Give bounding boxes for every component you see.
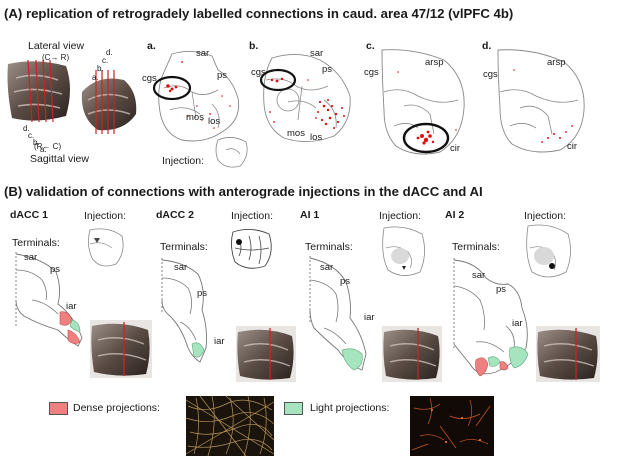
section-d-label-cir: cir — [567, 141, 578, 152]
section-a-label-los: los — [208, 116, 221, 127]
lateral-line-label-b: b. — [33, 138, 40, 147]
section-d-label-arsp: arsp — [547, 57, 566, 68]
sagittal-line-label-a: a. — [92, 73, 99, 82]
case-3-terminal-section — [309, 256, 367, 371]
section-c-label-cir: cir — [450, 143, 461, 154]
sagittal-brain-photo — [81, 70, 137, 134]
section-b-letter: b. — [249, 40, 259, 52]
sagittal-line-label-c: c. — [102, 56, 109, 65]
case-2-injection-slice — [230, 229, 272, 269]
case-2-name: dACC 2 — [156, 209, 194, 221]
case-2-label-ps: ps — [197, 288, 208, 299]
case-3-label-sar: sar — [320, 262, 334, 273]
case-1-injection-label: Injection: — [84, 210, 127, 222]
light-projection-micrograph — [410, 396, 494, 456]
lateral-dir-label: (C→ R) — [42, 53, 70, 62]
section-b-label-los: los — [310, 132, 323, 143]
section-c-label-cgs: cgs — [364, 67, 379, 78]
case-4-injection-slice — [526, 224, 571, 278]
section-a-letter: a. — [147, 40, 156, 52]
section-b-outline — [259, 54, 351, 142]
case-1-label-ps: ps — [50, 264, 61, 275]
case-1-label-iar: iar — [66, 301, 77, 312]
section-d-outline — [497, 49, 585, 153]
section-b-label-mos: mos — [287, 128, 305, 139]
section-a-injection-slice — [215, 137, 248, 168]
case-4-brain-photo — [536, 326, 600, 382]
sagittal-line-label-d: d. — [106, 48, 113, 57]
section-b-label-cgs: cgs — [251, 67, 266, 78]
case-2-label-iar: iar — [214, 336, 225, 347]
case-1-terminal-section — [15, 252, 83, 347]
case-1-label-sar: sar — [24, 252, 38, 263]
section-a-injection-label: Injection: — [162, 155, 205, 167]
case-1-brain-photo — [90, 320, 152, 378]
case-2-label-sar: sar — [174, 262, 188, 273]
case-4-terminal-section — [453, 258, 529, 377]
section-c-letter: c. — [366, 40, 375, 52]
lateral-view-label: Lateral view — [28, 40, 85, 52]
case-4-terminals-label: Terminals: — [452, 241, 500, 253]
case-1-name: dACC 1 — [10, 209, 48, 221]
case-3-injection-label: Injection: — [379, 210, 422, 222]
sagittal-line-label-b: b. — [97, 64, 104, 73]
section-b-label-sar: sar — [310, 48, 324, 59]
section-a-label-mos: mos — [186, 112, 204, 123]
case-1-injection-slice — [88, 228, 124, 267]
dense-projection-label: Dense projections: — [73, 402, 160, 414]
panel-a-title: (A) replication of retrogradely labelled… — [4, 6, 514, 21]
section-c-label-arsp: arsp — [425, 57, 444, 68]
case-4-label-ps: ps — [496, 284, 507, 295]
section-a-outline — [152, 51, 240, 142]
case-3-label-iar: iar — [364, 312, 375, 323]
panel-b-title: (B) validation of connections with anter… — [4, 184, 483, 199]
case-4-label-iar: iar — [512, 318, 523, 329]
section-a-label-sar: sar — [196, 48, 210, 59]
case-4-injection-label: Injection: — [524, 210, 567, 222]
light-projection-label: Light projections: — [310, 402, 390, 414]
lateral-line-label-a: a. — [40, 145, 47, 154]
dense-projection-swatch — [49, 402, 68, 415]
case-3-brain-photo — [382, 326, 442, 382]
case-2-injection-label: Injection: — [231, 210, 274, 222]
case-2-terminals-label: Terminals: — [160, 241, 208, 253]
case-2-brain-photo — [236, 326, 296, 382]
sagittal-dir-label: (R← C) — [34, 142, 62, 151]
section-b-label-ps: ps — [322, 64, 333, 75]
section-a-label-ps: ps — [217, 70, 228, 81]
section-c-outline — [381, 49, 465, 155]
section-a-label-cgs: cgs — [142, 73, 157, 84]
case-3-label-ps: ps — [340, 276, 351, 287]
light-projection-swatch — [284, 402, 303, 415]
case-1-terminals-label: Terminals: — [12, 237, 60, 249]
lateral-line-label-d: d. — [23, 124, 30, 133]
lateral-line-label-c: c. — [28, 131, 35, 140]
case-3-injection-slice — [382, 226, 425, 276]
case-4-label-sar: sar — [472, 270, 486, 281]
sagittal-view-label: Sagittal view — [30, 153, 89, 165]
case-4-name: AI 2 — [445, 209, 465, 221]
case-2-terminal-section — [161, 258, 207, 363]
dense-projection-micrograph — [185, 395, 275, 457]
case-3-terminals-label: Terminals: — [305, 241, 353, 253]
lateral-brain-photo — [7, 59, 70, 123]
section-d-letter: d. — [482, 40, 492, 52]
case-3-name: AI 1 — [300, 209, 320, 221]
section-d-label-cgs: cgs — [483, 69, 498, 80]
